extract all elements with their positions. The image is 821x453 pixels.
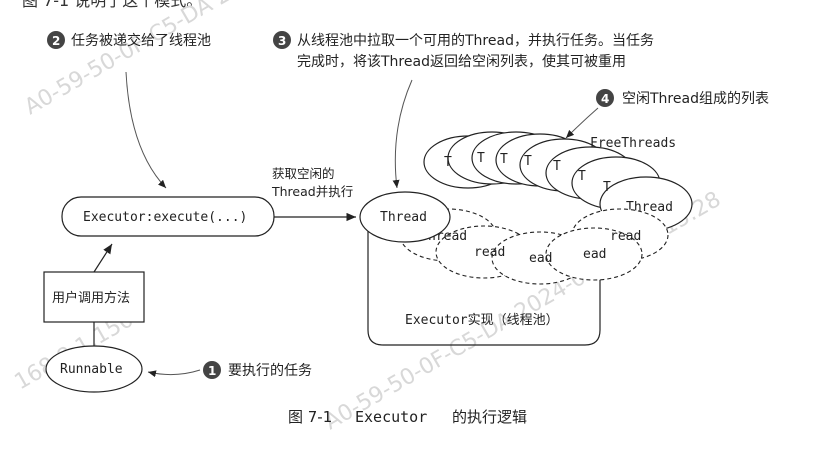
step-3-line2: 完成时，将该Thread返回给空闲列表，使其可被重用 <box>297 53 626 70</box>
step-3-line1: 从线程池中拉取一个可用的Thread，并执行任务。当任务 <box>297 33 654 49</box>
edge-label-line1: 获取空闲的 <box>272 166 335 181</box>
callout-arrow-2 <box>125 71 167 189</box>
executor-impl-label: Executor实现（线程池） <box>405 313 559 328</box>
step-4-number: 4 <box>601 92 609 106</box>
step-4-badge <box>596 89 614 107</box>
busy-thread-label-2: read <box>474 245 505 260</box>
busy-thread-label-5: read <box>610 229 641 244</box>
free-thread-fragment-4: T <box>524 154 532 169</box>
step-1-text: 要执行的任务 <box>228 363 312 379</box>
step-3-number: 3 <box>278 34 286 48</box>
step-3-badge <box>273 31 291 49</box>
step-2-number: 2 <box>52 34 60 48</box>
free-thread-fragment-3: T <box>500 152 508 167</box>
executor-impl-container <box>367 216 601 346</box>
free-thread-fragment-5: T <box>553 159 561 174</box>
busy-thread-5 <box>545 227 643 281</box>
executor-execute-label: Executor:execute(...) <box>83 210 247 225</box>
step-1-number: 1 <box>208 364 216 378</box>
arrow-user-to-execute <box>93 243 113 273</box>
active-thread-label: Thread <box>380 210 427 225</box>
runnable-label: Runnable <box>60 362 123 377</box>
step-1-badge <box>203 361 221 379</box>
free-thread-fragment-1: T <box>444 155 452 170</box>
free-thread-fragment-2: T <box>477 151 485 166</box>
caption-code: Executor <box>355 408 427 426</box>
top-fragment-text: 图 7-1 说明了这个模式。 <box>22 0 202 10</box>
busy-thread-label-3: ead <box>529 251 552 266</box>
caption-suffix: 的执行逻辑 <box>452 408 527 426</box>
caption-prefix: 图 7-1 <box>288 408 332 426</box>
callout-arrow-4 <box>565 107 599 139</box>
runnable-node <box>45 345 143 393</box>
user-call-label: 用户调用方法 <box>52 290 130 306</box>
step-2-badge <box>47 31 65 49</box>
free-thread-fragment-7: T <box>603 180 611 195</box>
step-4-text: 空闲Thread组成的列表 <box>622 91 769 107</box>
edge-label-line2: Thread并执行 <box>271 184 353 199</box>
busy-thread-label-4: ead <box>583 247 606 262</box>
free-threads-label: FreeThreads <box>590 136 676 151</box>
free-thread-fragment-6: T <box>578 169 586 184</box>
user-call-node <box>43 271 145 323</box>
callout-arrow-3 <box>392 79 413 189</box>
active-thread-node <box>359 191 451 243</box>
free-threads-stack: Thread T T T T T T T <box>423 131 693 232</box>
callout-arrow-1 <box>147 369 201 378</box>
step-2-text: 任务被递交给了线程池 <box>71 32 211 49</box>
